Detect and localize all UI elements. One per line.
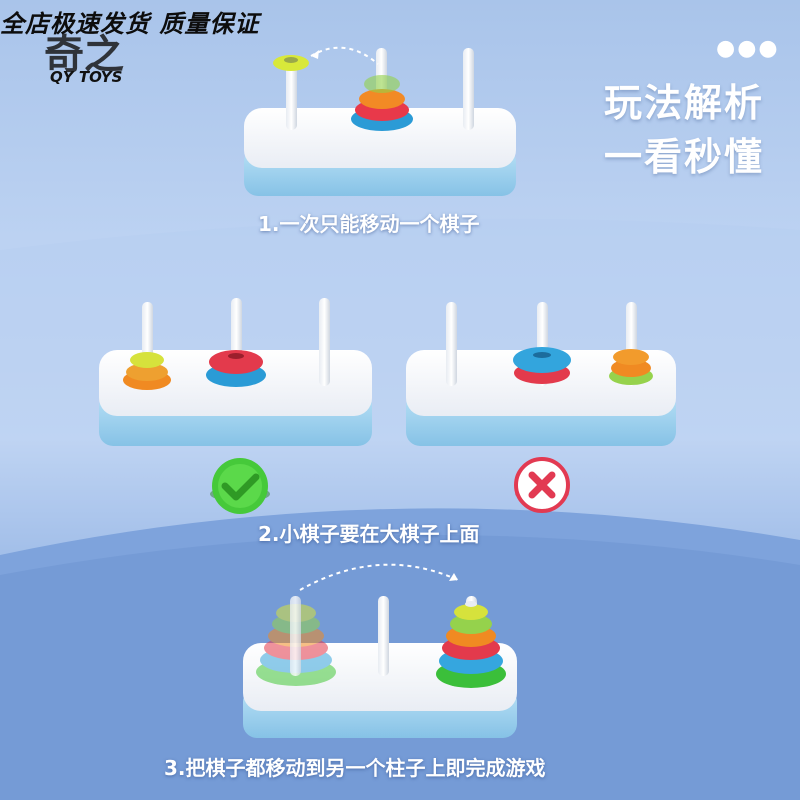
step-2-text: 2.小棋子要在大棋子上面 [258,522,480,546]
brand-logo: 奇之 [44,32,124,78]
page-title-line2: 一看秒懂 [604,135,765,179]
hanoi-board-step3 [243,563,517,738]
cross-icon [514,457,570,513]
hanoi-board-wrong [406,302,676,446]
step-3-text: 3.把棋子都移动到另一个柱子上即完成游戏 [164,756,546,780]
check-icon [210,458,270,514]
step-1-text: 1.一次只能移动一个棋子 [258,212,480,236]
more-dots-icon: ●●● [716,36,780,61]
hanoi-board-correct [99,298,372,446]
page-title-line1: 玩法解析 [604,81,765,125]
brand-logo-en: QY TOYS [50,68,123,86]
promo-banner: 全店极速发货 质量保证 [0,10,260,38]
hanoi-board-step1 [244,46,516,196]
